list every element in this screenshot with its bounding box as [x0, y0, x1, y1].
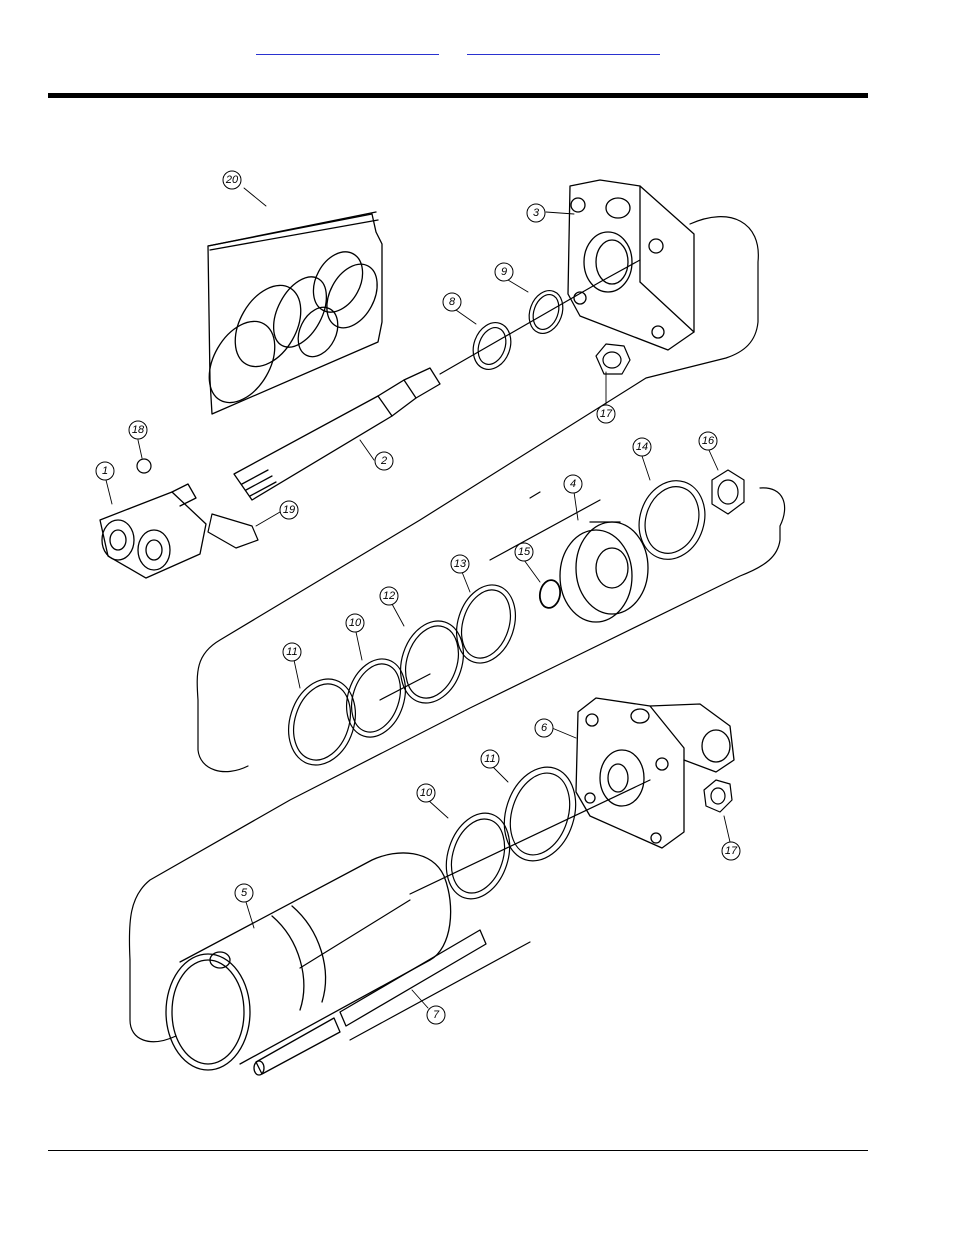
callout-11-upper: 11 [286, 646, 297, 658]
ring-8 [467, 317, 517, 374]
nut-18 [137, 459, 151, 473]
callout-15: 15 [518, 546, 531, 558]
ring-12 [390, 613, 473, 711]
seal-kit-bag [196, 212, 388, 414]
ring-11a [278, 670, 366, 773]
clevis [100, 484, 206, 578]
hex-nut-16 [712, 470, 744, 514]
callout-10-upper: 10 [349, 617, 362, 629]
ring-9 [523, 286, 568, 338]
callout-17-upper: 17 [600, 408, 613, 420]
callout-17-lower: 17 [725, 845, 738, 857]
hex-nut-17a [596, 344, 630, 374]
callout-10-lower: 10 [420, 787, 433, 799]
o-ring-15 [538, 578, 563, 609]
callout-3: 3 [533, 207, 540, 219]
callout-20: 20 [225, 174, 239, 186]
callout-13: 13 [454, 558, 467, 570]
piston [560, 522, 648, 622]
callout-19: 19 [283, 504, 295, 516]
callout-18: 18 [132, 424, 145, 436]
callout-1: 1 [102, 465, 108, 477]
callout-6: 6 [541, 722, 548, 734]
tie-rods [254, 930, 486, 1075]
callout-16: 16 [702, 435, 715, 447]
callout-9: 9 [501, 266, 507, 278]
bottom-rule [48, 1150, 868, 1151]
hex-nut-17b [704, 780, 732, 812]
callout-11-lower: 11 [484, 753, 495, 765]
callout-8: 8 [449, 296, 456, 308]
callout-4: 4 [570, 478, 576, 490]
callout-5: 5 [241, 887, 248, 899]
callout-14: 14 [636, 441, 648, 453]
barrel [166, 853, 451, 1070]
piston-rod [234, 368, 440, 500]
callout-12: 12 [383, 590, 395, 602]
base-cap [576, 698, 734, 848]
callout-7: 7 [433, 1009, 440, 1021]
callout-2: 2 [380, 455, 387, 467]
bolt-19 [208, 514, 258, 548]
